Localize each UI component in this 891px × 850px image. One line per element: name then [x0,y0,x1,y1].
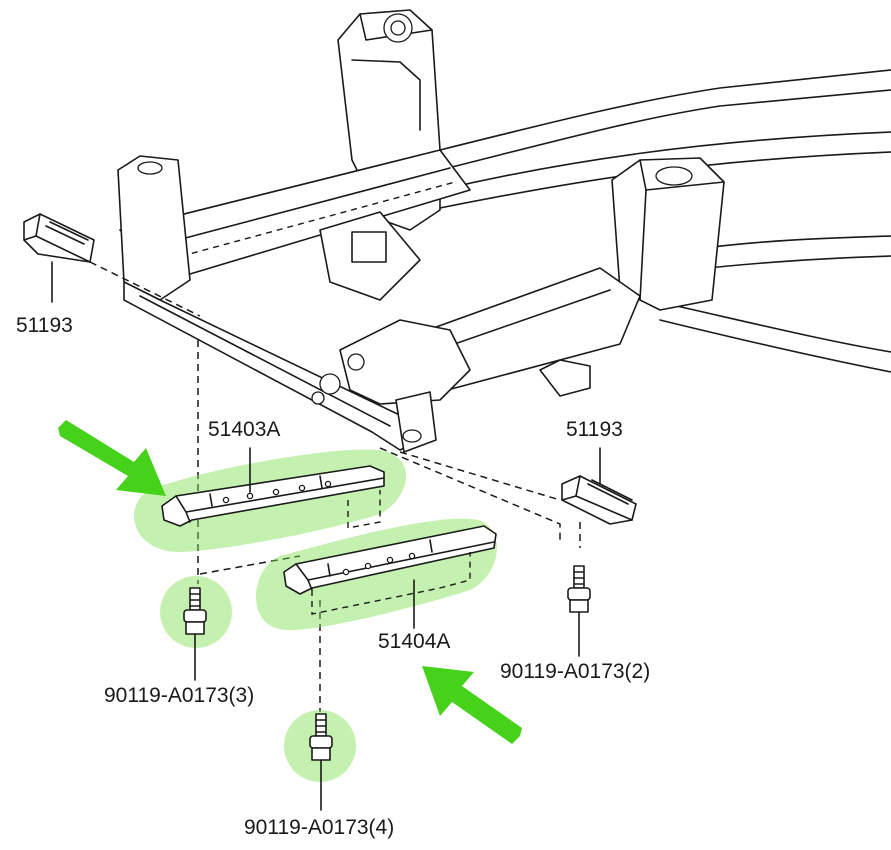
part-labels: 51193 51193 51403A 51404A 90119-A0173(3)… [16,314,650,839]
bolt-a[interactable] [183,587,207,681]
label-bolt-a: 90119-A0173(3) [104,684,254,707]
label-51193-right: 51193 [566,418,623,441]
label-bolt-c: 90119-A0173(2) [500,660,650,683]
callout-arrows [58,420,522,744]
label-51403a: 51403A [208,418,280,441]
label-bolt-b: 90119-A0173(4) [244,816,394,839]
bolt-c[interactable] [567,565,591,657]
label-51193-left: 51193 [16,314,73,337]
arrow-lower-right-icon [422,666,522,744]
label-51404a: 51404A [378,630,450,653]
bump-stopper-left[interactable] [23,213,95,303]
bump-stopper-right[interactable] [561,447,637,525]
arrow-upper-left-icon [58,420,166,496]
bracket-51403a[interactable] [161,447,385,529]
bracket-51404a[interactable] [283,525,497,629]
vehicle-frame [117,9,891,453]
bolt-b[interactable] [309,713,333,811]
assembly-leader-lines [89,261,581,712]
